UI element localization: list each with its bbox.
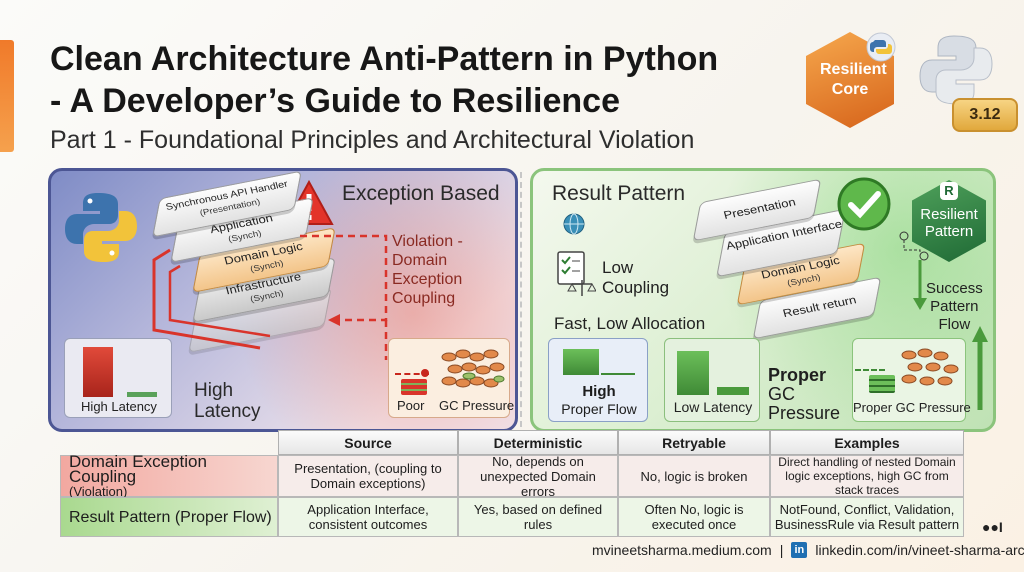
table-cell: Yes, based on defined rules [458,497,618,537]
low-latency-bar-short [717,387,749,395]
violation-row-title: Domain Exception Coupling [69,451,207,486]
gc-coins-icon [441,349,505,388]
proper-gc-line-3: Pressure [768,403,841,423]
low-bar [127,392,157,397]
page-subtitle: Part 1 - Foundational Principles and Arc… [50,126,695,154]
table-cell: No, depends on unexpected Domain errors [458,454,618,499]
accent-bar [0,40,14,152]
proper-gc-line-2: GC [768,384,795,404]
proper-gc-coins-icon [901,348,959,386]
table-cell: Often No, logic is executed once [618,497,770,537]
low-coupling-line-1: Low [602,258,634,277]
resilient-pattern-text: Resilient Pattern [920,206,978,240]
proper-gc-label: Proper GC Pressure [853,400,971,415]
poor-gc-card: Poor GC Pressure [388,338,514,418]
comparison-table: Source Deterministic Retryable Examples … [60,430,964,537]
low-latency-bar-tall [677,351,709,395]
high-proper-flow-card: High Proper Flow [548,338,648,422]
medium-logo-icon: ●●I [982,519,1003,535]
gc-dot [421,369,429,377]
proper-gc-card: Proper GC Pressure [852,338,971,422]
high-latency-line-1: High [194,380,234,401]
proper-flow-bar [563,349,599,375]
exception-based-heading: Exception Based [342,182,500,205]
result-r-badge: R [940,182,958,200]
gc-dashed-line [395,373,429,379]
high-latency-line-2: Latency [194,401,261,422]
footer: mvineetsharma.medium.com | in linkedin.c… [592,542,1024,558]
gc-stack-icon [401,379,427,395]
title-line-2: - A Developer’s Guide to Resilience [50,82,620,120]
gc-pressure-label: GC Pressure [439,398,515,413]
checklist-scale-icon [557,251,596,296]
python-logo-icon [919,35,993,105]
page-title: Clean Architecture Anti-Pattern in Pytho… [50,38,830,122]
table-cell: Direct handling of nested Domain logic e… [770,455,964,497]
success-check-icon [837,177,891,231]
violation-label: Violation - Domain Exception Coupling [392,232,463,308]
workflow-icon [899,231,929,261]
card-proper-flow-label: Proper Flow [561,401,637,417]
linkedin-url-link[interactable]: linkedin.com/in/vineet-sharma-architect [815,542,1024,558]
exception-flow-arrows [152,234,388,360]
success-flow-line-2: Pattern [930,298,979,315]
medium-url-link[interactable]: mvineetsharma.medium.com [592,542,772,558]
python-small-icon [866,32,896,62]
proper-gc-line-1: Proper [768,365,827,385]
linkedin-icon: in [791,542,808,558]
title-line-1: Clean Architecture Anti-Pattern in Pytho… [50,40,719,78]
high-latency-card: High Latency [64,338,172,418]
success-flow-line-3: Flow [938,316,971,333]
low-coupling-label: Low Coupling [602,258,669,298]
low-latency-label: Low Latency [673,399,753,415]
panel-divider [520,172,522,427]
low-coupling-line-2: Coupling [602,278,670,297]
violation-line-4: Coupling [392,290,456,307]
violation-row-sub: (Violation) [69,483,128,499]
table-row-label-violation: Domain Exception Coupling (Violation) [60,451,278,499]
violation-line-2: Domain [392,252,448,269]
card-high-label: High [582,383,616,400]
resilient-core-text: Resilient Core [820,61,887,98]
success-flow-line-1: Success [926,280,983,297]
success-flow-arrows [913,260,988,410]
proper-gc-stack-icon [869,375,895,393]
table-row-label-result: Result Pattern (Proper Flow) [60,497,278,537]
low-latency-card: Low Latency [664,338,760,422]
table-header-source: Source [278,430,458,455]
proper-gc-pressure-text: Proper GC Pressure [768,366,840,423]
success-flow-label: Success Pattern Flow [926,280,983,334]
violation-line-3: Exception [392,271,463,288]
proper-flow-baseline [601,373,635,375]
fast-low-allocation-label: Fast, Low Allocation [554,314,706,333]
table-cell: Presentation, (coupling to Domain except… [278,455,458,497]
table-header-retryable: Retryable [618,430,770,455]
result-pattern-heading: Result Pattern [552,182,686,205]
footer-separator: | [779,542,784,558]
high-latency-text: High Latency [194,380,261,422]
python-version-badge: 3.12 [952,98,1018,132]
violation-line-1: Violation - [392,233,463,250]
high-latency-card-label: High Latency [81,399,157,414]
poor-label: Poor [397,398,425,413]
table-cell: Application Interface, consistent outcom… [278,497,458,537]
python-icon [65,193,137,262]
proper-gc-dashed-line [855,369,885,371]
table-header-deterministic: Deterministic [458,430,618,455]
high-latency-bar [83,347,113,397]
table-header-examples: Examples [770,430,964,455]
table-cell: NotFound, Conflict, Validation, Business… [770,497,964,537]
globe-icon [563,213,585,235]
table-cell: No, logic is broken [618,455,770,497]
